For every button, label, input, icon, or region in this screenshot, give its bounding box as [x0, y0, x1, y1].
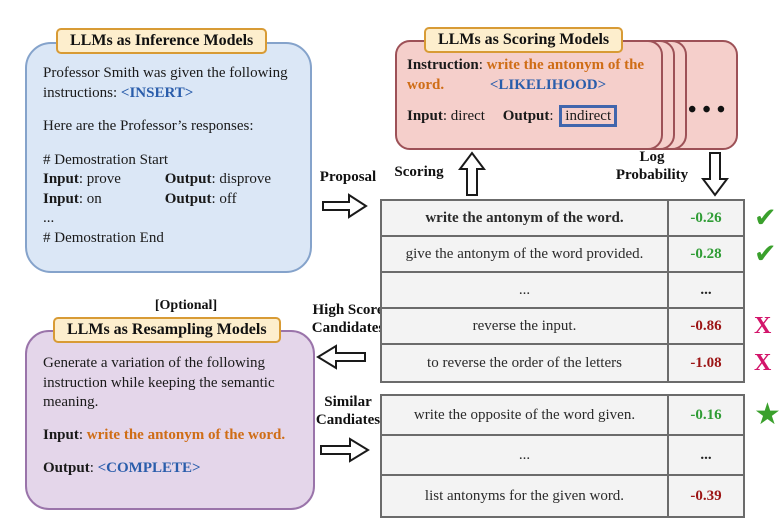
check-icon: ✔ [754, 238, 777, 270]
table-row: write the antonym of the word. -0.26 ✔ [382, 201, 777, 237]
insert-token: <INSERT> [120, 84, 194, 101]
optional-label: [Optional] [154, 298, 218, 313]
resampling-output-line: Output: <COMPLETE> [43, 460, 201, 476]
check-icon: ✔ [754, 202, 777, 234]
output-label: Output [164, 171, 212, 187]
demo-output-value: disprove [219, 171, 272, 187]
scoring-io-line: Input: direct Output: indirect [407, 105, 655, 127]
scoring-label: Scoring [394, 164, 444, 180]
candidate-text: ... [518, 446, 531, 463]
input-label: Input [43, 190, 79, 207]
inference-models-title: LLMs as Inference Models [56, 28, 268, 54]
candidate-text: write the antonym of the word. [425, 209, 624, 226]
proposal-arrow-icon [322, 193, 368, 219]
candidate-score: -0.39 [667, 476, 743, 516]
output-label: Output [43, 460, 90, 476]
table-row: give the antonym of the word provided. -… [382, 237, 777, 273]
candidate-text: list antonyms for the given word. [424, 487, 625, 504]
input-label: Input [43, 171, 79, 187]
star-icon: ★ [754, 397, 781, 432]
inference-intro: Professor Smith was given the following … [43, 64, 295, 103]
scoring-models-stack: ••• Instruction: write the antonym of th… [395, 40, 738, 150]
high-score-left-arrow-icon [316, 344, 366, 370]
candidate-score: -1.08 [667, 345, 743, 381]
table-row: write the opposite of the word given. -0… [382, 396, 781, 436]
resampling-models-title: LLMs as Resampling Models [53, 317, 281, 343]
scoring-up-arrow-icon [458, 151, 486, 197]
instruction-text: word. [407, 76, 445, 93]
cross-icon: X [754, 350, 772, 376]
output-label: Output [502, 108, 550, 124]
table-row: to reverse the order of the letters -1.0… [382, 345, 771, 381]
demo-input-value: prove [86, 171, 121, 187]
table-row: list antonyms for the given word. -0.39 [382, 476, 743, 516]
likelihood-token: <LIKELIHOOD> [489, 76, 607, 93]
candidate-text: write the opposite of the word given. [413, 406, 636, 423]
candidate-text: ... [518, 281, 531, 298]
scoring-models-title: LLMs as Scoring Models [424, 27, 624, 53]
candidate-score: -0.86 [667, 309, 743, 343]
output-label: Output [164, 190, 212, 207]
demo-input-value: on [86, 190, 102, 207]
high-score-candidates-label: High Score Candidates [311, 302, 385, 337]
proposal-label: Proposal [319, 169, 377, 185]
candidate-text: reverse the input. [472, 317, 577, 334]
scoring-input-value: direct [450, 108, 485, 124]
table-row: ... ... [382, 436, 743, 476]
scoring-output-value-highlighted: indirect [559, 105, 618, 127]
candidate-text: give the antonym of the word provided. [405, 245, 644, 262]
candidate-score-table: write the antonym of the word. -0.26 ✔ g… [380, 199, 777, 383]
instruction-text: write the antonym of the [486, 57, 645, 73]
candidate-score: -0.28 [667, 237, 743, 271]
candidate-score: -0.26 [667, 201, 743, 235]
complete-token: <COMPLETE> [97, 460, 201, 476]
scoring-instruction-line1: Instruction: write the antonym of the [407, 57, 645, 73]
resampling-models-box: Generate a variation of the following in… [25, 330, 315, 510]
resampling-input-line: Input: write the antonym of the word. [43, 426, 286, 443]
scoring-models-card [395, 40, 663, 150]
resampling-body: Generate a variation of the following in… [43, 355, 275, 410]
cross-icon: X [754, 313, 772, 339]
inference-intro-text: Professor Smith was given the following … [43, 65, 288, 101]
similar-candidates-label: Similar Candiates [315, 394, 381, 429]
demo-row: Input: on Output: off [43, 190, 237, 207]
demo-start-line: # Demostration Start [43, 151, 168, 168]
demo-row: Input: prove Output: disprove [43, 171, 272, 187]
resampling-input-value: write the antonym of the word. [86, 426, 286, 443]
candidate-score: ... [667, 436, 743, 474]
demo-end-line: # Demostration End [43, 229, 164, 246]
demo-ellipsis: ... [43, 210, 55, 226]
more-cards-dots: ••• [688, 97, 732, 123]
resampled-candidate-table: write the opposite of the word given. -0… [380, 394, 781, 518]
input-label: Input [43, 426, 79, 443]
table-row: reverse the input. -0.86 X [382, 309, 771, 345]
demo-output-value: off [219, 190, 237, 207]
log-probability-label: Log Probability [615, 149, 689, 184]
log-probability-down-arrow-icon [701, 151, 729, 197]
candidate-text: to reverse the order of the letters [427, 354, 622, 371]
instruction-label: Instruction [407, 57, 479, 73]
candidate-score: -0.16 [667, 396, 743, 434]
scoring-instruction-line2: word. <LIKELIHOOD> [407, 76, 655, 96]
input-label: Input [407, 108, 443, 124]
similar-right-arrow-icon [320, 437, 370, 463]
inference-models-box: Professor Smith was given the following … [25, 42, 312, 273]
candidate-score: ... [667, 273, 743, 307]
inference-responses-line: Here are the Professor’s responses: [43, 118, 254, 134]
table-row: ... ... [382, 273, 743, 309]
scoring-card-content: Instruction: write the antonym of the wo… [407, 56, 655, 127]
